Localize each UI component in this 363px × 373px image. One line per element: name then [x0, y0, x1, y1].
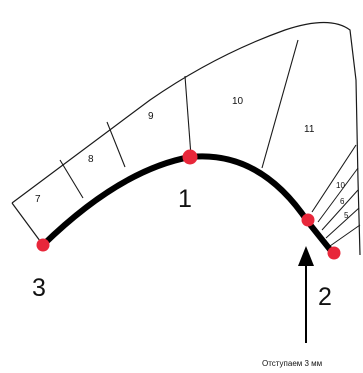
segment-label-9: 9 — [148, 111, 154, 122]
segment-label-small-10: 10 — [336, 181, 345, 190]
point-2-marker-inner — [301, 213, 315, 227]
divider-small-1 — [317, 167, 359, 223]
divider-small-2 — [321, 189, 359, 231]
divider-9-10 — [184, 75, 192, 157]
point-2-marker-end — [327, 246, 341, 260]
outer-outline — [11, 21, 361, 256]
point-1-marker — [182, 149, 198, 165]
point-label-3: 3 — [32, 274, 46, 302]
divider-7-8 — [59, 159, 84, 199]
segment-label-10: 10 — [232, 96, 244, 107]
divider-small-3 — [325, 207, 360, 239]
point-3-marker — [36, 238, 50, 252]
divider-10-11 — [261, 39, 299, 169]
divider-11-small — [311, 144, 357, 213]
point-label-2: 2 — [318, 283, 332, 311]
divider-8-9 — [106, 121, 126, 168]
segment-label-8: 8 — [88, 154, 94, 165]
segment-label-small-6: 6 — [340, 197, 345, 206]
segment-label-7: 7 — [35, 194, 41, 205]
segment-label-11: 11 — [304, 124, 315, 135]
point-label-1: 1 — [178, 185, 192, 213]
segment-label-small-5: 5 — [344, 211, 349, 220]
divider-small-4 — [329, 224, 361, 247]
arrow-head-icon — [298, 246, 314, 266]
offset-note: Отступаем 3 мм — [262, 359, 322, 368]
left-end-edge — [11, 202, 44, 246]
